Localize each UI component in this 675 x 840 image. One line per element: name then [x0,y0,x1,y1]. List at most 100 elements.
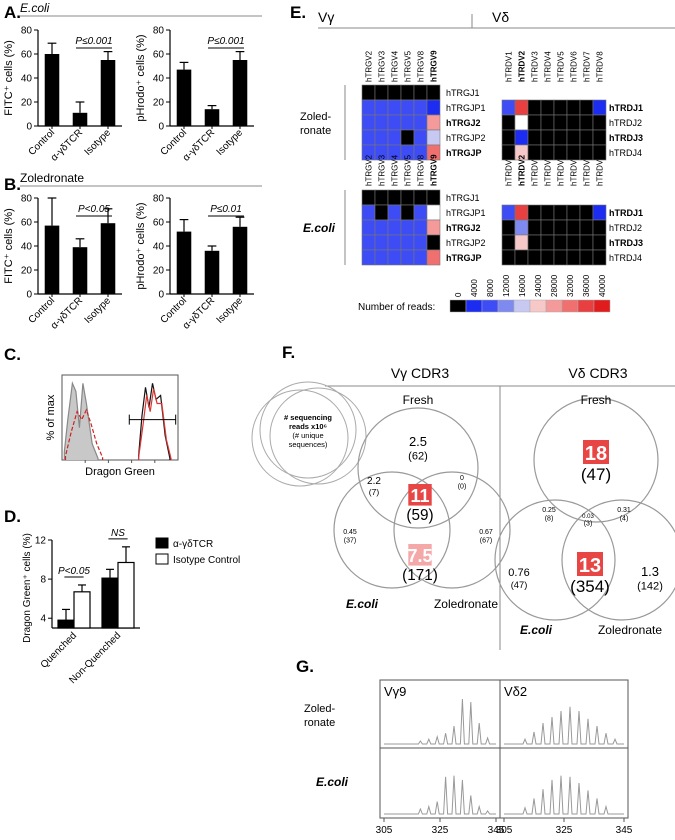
ecoli-vd-cell [592,219,607,236]
zol-vd-cell [514,114,529,131]
zol-vg-cell [413,129,428,146]
venn-region-reads: 0.76 [508,567,529,579]
zol-vg-cell [387,129,402,146]
ecoli-vg-cell [400,249,415,266]
scale-swatch [529,299,547,313]
group-label: Zoledronate [20,171,84,185]
vg-col-label: hTRGV8 [417,154,426,186]
bar [101,577,119,629]
venn-region-unique: (62) [408,451,428,463]
vg-row-label: hTRGJP [446,253,482,263]
zol-vg-cell [387,114,402,131]
ecoli-vd-cell [579,234,594,251]
ecoli-vg-cell [426,189,441,206]
zol-vd-cell [592,144,607,161]
scale-tick-label: 40000 [598,274,607,297]
ecoli-vd-cell [579,219,594,236]
vd-col-label: hTRDV1 [505,51,514,82]
vd-col-label: hTRDV4 [544,155,553,186]
x-tick-label: 345 [488,825,505,836]
panel-label-e: E. [290,3,306,22]
panel-label-d: D. [4,507,21,526]
scale-swatch [497,299,515,313]
p-value-label: P≤0.01 [210,204,242,215]
ecoli-vd-cell [592,234,607,251]
vd-row-label: hTRDJ1 [609,208,643,218]
p-value-label: P<0.05 [78,204,110,215]
zol-vd-cell [501,99,516,116]
vg-row-label: hTRGJP2 [446,133,486,143]
ecoli-vd-cell [514,249,529,266]
zol-vg-cell [374,99,389,116]
group-label-zoledronate: Zoled- [300,111,332,123]
spectratype-frame [379,679,629,819]
x-tick-label: Isotype [83,295,114,326]
legend-circle-text: reads x10⁶ [289,422,327,431]
x-axis-label: Dragon Green [85,466,155,478]
ecoli-vd-cell [501,204,516,221]
ecoli-vg-cell [387,189,402,206]
venn-circle [561,499,675,621]
x-tick-label: 305 [376,825,393,836]
venn-highlight-box [577,552,603,576]
vd-row-label: hTRDJ4 [609,148,642,158]
spectratype-col-label: Vδ2 [504,684,527,699]
p-value-label: NS [111,528,125,539]
ecoli-vg-cell [387,219,402,236]
vd-col-label: hTRDV2 [518,50,527,82]
vg-row-label: hTRGJ1 [446,88,480,98]
panel-label-g: G. [296,657,314,676]
venn-region-unique: (171) [402,567,438,584]
ecoli-vg-cell [413,204,428,221]
panel-label-f: F. [282,343,295,362]
zol-vd-cell [501,129,516,146]
p-value-label: P≤0.001 [75,36,112,47]
ecoli-vg-cell [426,204,441,221]
zol-vd-cell [527,114,542,131]
legend-swatch [155,537,169,549]
scale-tick-label: 24000 [534,274,543,297]
zol-vg-cell [426,129,441,146]
venn-region-unique: (4) [620,515,629,522]
ecoli-vd-cell [540,219,555,236]
ecoli-vd-cell [514,219,529,236]
vg-row-label: hTRGJ2 [446,223,481,233]
venn-label-zoledronate: Zoledronate [598,623,662,637]
legend-circle-text: (# unique [292,431,323,440]
venn-highlight-box [408,484,432,506]
vg-row-label: hTRGJP1 [446,208,486,218]
bar [44,54,60,126]
vd-col-label: hTRDV3 [531,155,540,186]
venn-region-unique: (0) [458,483,467,490]
venn-region-unique: (142) [637,581,663,593]
zol-vg-cell [413,84,428,101]
ecoli-vd-cell [553,249,568,266]
bar [44,225,60,294]
y-axis-label: FITC⁺ cells (%) [3,40,15,115]
ecoli-vg-cell [400,204,415,221]
y-tick-label: 12 [35,536,47,547]
vd-row-label: hTRDJ2 [609,118,642,128]
zol-vd-cell [592,99,607,116]
vd-row-label: hTRDJ2 [609,223,642,233]
zol-vg-cell [426,114,441,131]
venn-region-reads: 13 [579,555,601,577]
scale-swatch [481,299,499,313]
venn-region-reads: 0.25 [542,507,556,514]
venn-highlight-box [583,440,609,464]
ecoli-vd-cell [527,249,542,266]
y-tick-label: 20 [21,98,33,109]
vg-col-label: hTRGV9 [430,154,439,186]
y-tick-label: 60 [153,50,165,61]
ecoli-vd-cell [566,234,581,251]
venn-region-reads: 0.67 [479,529,493,536]
vg-col-label: hTRGV8 [417,50,426,82]
vd-col-label: hTRDV2 [518,154,527,186]
zol-vg-cell [400,114,415,131]
vg-col-label: hTRGV4 [391,50,400,82]
scale-tick-label: 32000 [566,274,575,297]
y-axis-label: Dragon Green⁺ cells (%) [22,533,33,643]
x-tick-label: 325 [556,825,573,836]
y-tick-label: 0 [158,122,164,133]
